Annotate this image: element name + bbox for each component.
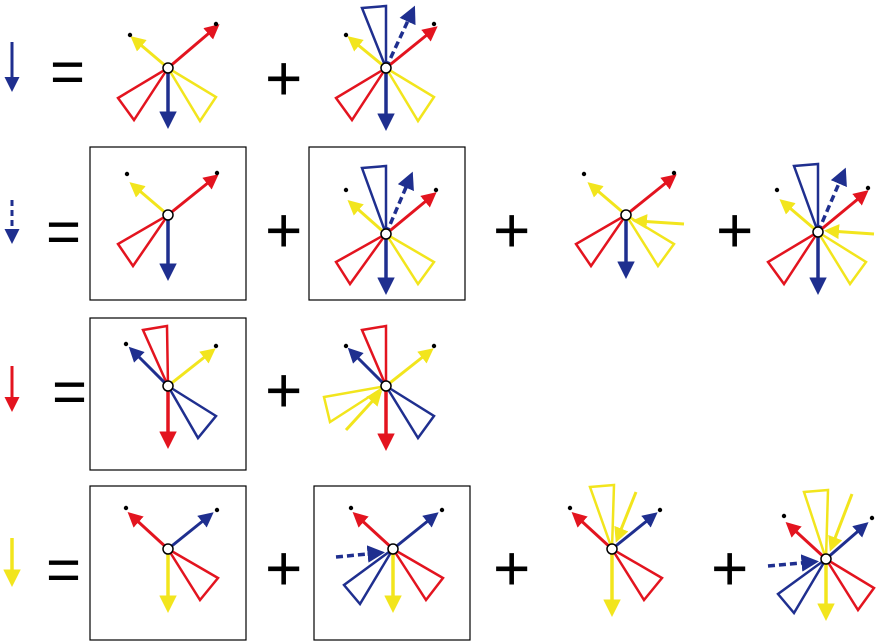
equals-sign: = — [46, 536, 81, 603]
row-2: = + + + — [4, 146, 875, 301]
row-1: = + — [4, 4, 438, 131]
box-3a — [89, 317, 247, 471]
vertex-diagram-1a — [116, 21, 220, 129]
vertex-diagram-4a — [123, 505, 220, 613]
equals-sign: = — [50, 38, 85, 105]
box-4b — [313, 485, 471, 641]
plus-sign: + — [493, 194, 530, 266]
plus-sign: + — [265, 354, 302, 426]
vertex-diagram-1b — [334, 4, 438, 131]
vertex-diagram-2d — [766, 162, 875, 295]
equals-sign: = — [52, 358, 87, 425]
vertex-diagram-4d — [767, 488, 876, 621]
plus-sign: + — [493, 532, 530, 604]
box-4a — [89, 485, 247, 641]
vertex-diagram-2a — [116, 170, 220, 281]
plus-sign: + — [711, 532, 748, 604]
vertex-diagram-4b — [335, 505, 445, 613]
plus-sign: + — [265, 532, 302, 604]
box-2a — [89, 146, 247, 301]
row-3: = + — [4, 317, 437, 471]
box-2b — [308, 146, 466, 301]
vertex-diagram-2b — [334, 164, 439, 295]
vertex-diagram-3a — [123, 324, 219, 449]
vertex-diagram-2c — [574, 170, 685, 279]
plus-sign: + — [265, 194, 302, 266]
vertex-diagram-4c — [567, 483, 664, 617]
plus-sign: + — [716, 194, 753, 266]
vertex-diagram-3b — [322, 324, 437, 451]
plus-sign: + — [265, 42, 302, 114]
row-4: = + + + — [3, 483, 876, 641]
equals-sign: = — [46, 198, 81, 265]
